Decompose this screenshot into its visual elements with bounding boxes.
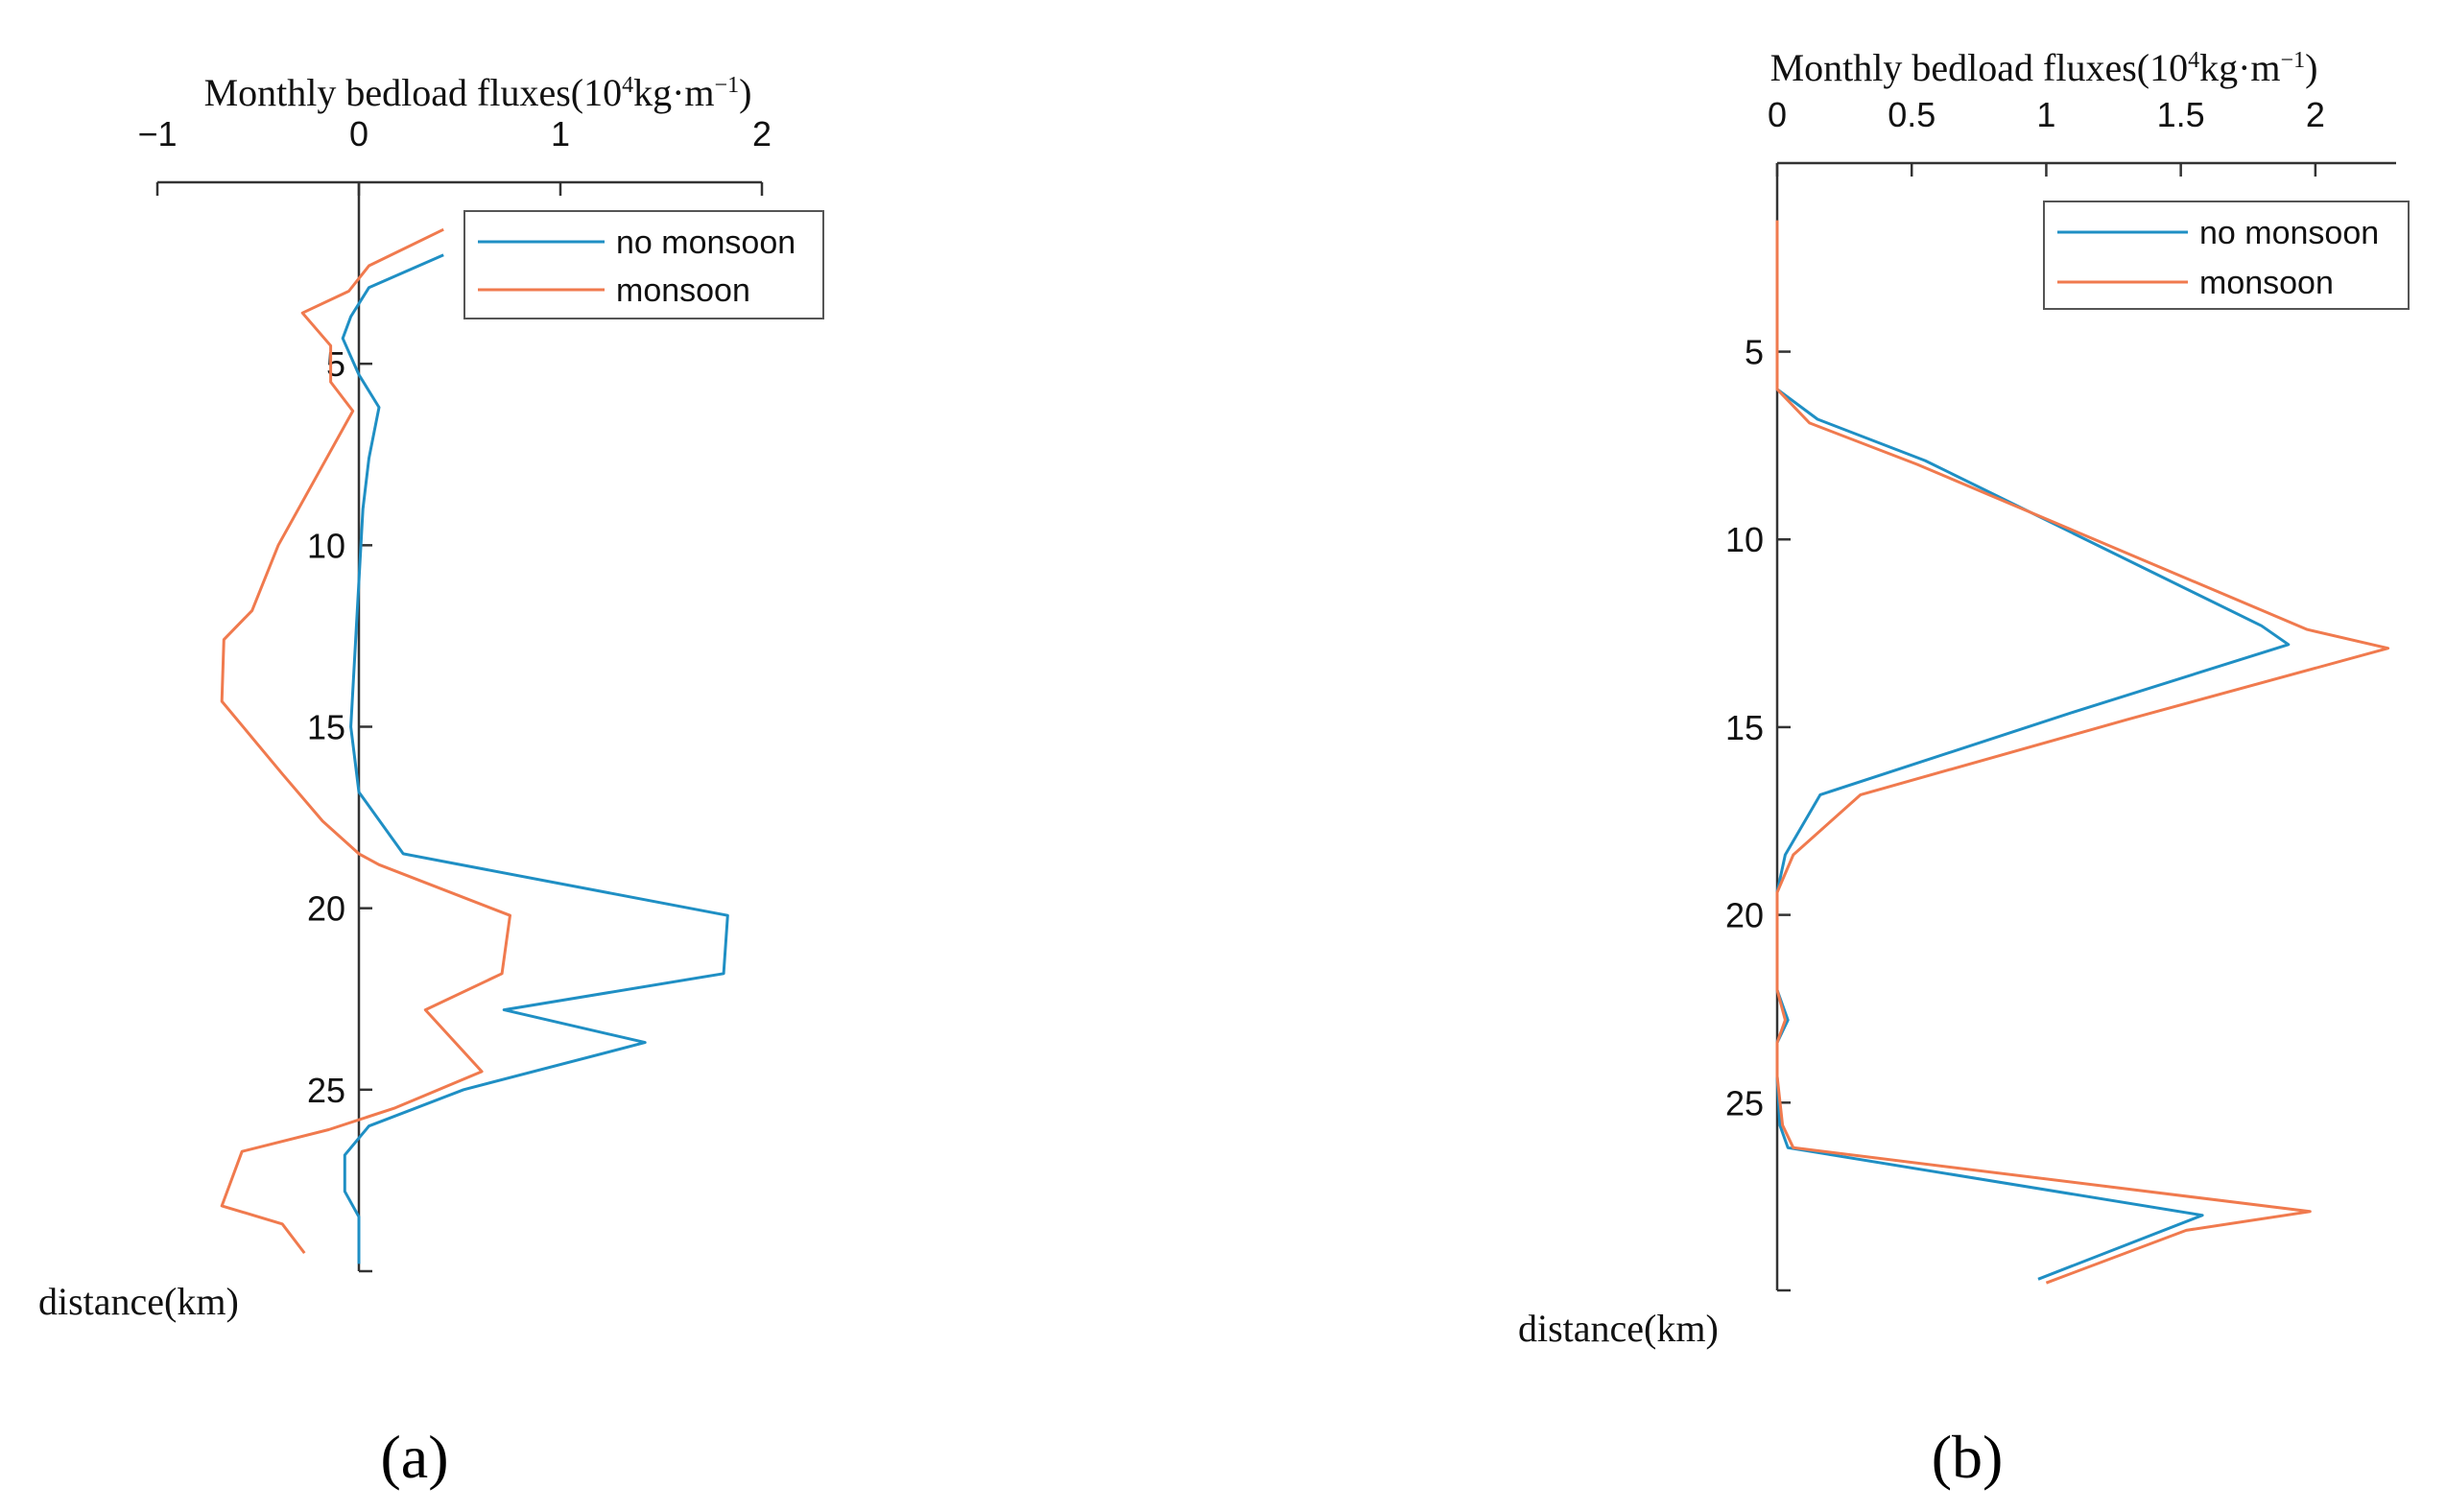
chart-b-x-tick-label-4: 2 bbox=[2306, 95, 2325, 134]
chart-b-x-ticks: 0 0.5 1 1.5 2 bbox=[1768, 95, 2325, 177]
chart-b-series-line-monsoon bbox=[1775, 220, 2390, 1285]
chart-b-y-tick-label-0: 5 bbox=[1745, 333, 1764, 372]
chart-b-x-tick-label-3: 1.5 bbox=[2157, 95, 2205, 134]
chart-b-legend-box bbox=[2043, 201, 2410, 310]
chart-b-series-group bbox=[1775, 220, 2390, 1285]
chart-a-series-line-no-monsoon bbox=[341, 253, 729, 1264]
chart-b-x-tick-label-2: 1 bbox=[2036, 95, 2055, 134]
chart-b-x-tick-label-1: 0.5 bbox=[1888, 95, 1935, 134]
chart-a-y-tick-label-2: 15 bbox=[307, 708, 345, 747]
chart-b-legend-label-monsoon: monsoon bbox=[2199, 265, 2334, 301]
chart-b-y-tick-label-4: 25 bbox=[1725, 1083, 1764, 1122]
chart-a-legend: no monsoon monsoon bbox=[463, 210, 824, 319]
chart-a-series-line-monsoon bbox=[220, 227, 511, 1255]
chart-a-y-tick-label-4: 25 bbox=[307, 1071, 345, 1110]
chart-a-y-axis-title: distance(km) bbox=[38, 1280, 239, 1323]
chart-b-panel-label: (b) bbox=[1932, 1423, 2004, 1491]
chart-a-x-ticks: −1 0 1 2 bbox=[137, 114, 772, 196]
chart-b-legend: no monsoon monsoon bbox=[2043, 201, 2410, 310]
chart-b-y-tick-label-2: 15 bbox=[1725, 708, 1764, 747]
chart-a-x-tick-label-3: 2 bbox=[752, 114, 772, 154]
chart-b-y-ticks: 5 10 15 20 25 bbox=[1725, 333, 1791, 1292]
chart-b-x-axis-title: Monthly bedload fluxes(104kg·m−1) bbox=[1770, 46, 2318, 89]
chart-b-legend-label-no-monsoon: no monsoon bbox=[2199, 215, 2379, 251]
chart-a-y-tick-label-0: 5 bbox=[326, 344, 345, 384]
chart-a-y-tick-label-1: 10 bbox=[307, 526, 345, 565]
chart-b-x-tick-label-0: 0 bbox=[1768, 95, 1787, 134]
chart-a-x-tick-label-0: −1 bbox=[137, 114, 177, 154]
chart-a-x-axis-title: Monthly bedload fluxes(104kg·m−1) bbox=[204, 71, 752, 114]
chart-a-legend-label-monsoon: monsoon bbox=[616, 272, 750, 309]
chart-b-y-tick-label-3: 20 bbox=[1725, 896, 1764, 935]
chart-a-legend-box bbox=[463, 210, 824, 319]
chart-a-legend-label-no-monsoon: no monsoon bbox=[616, 224, 796, 261]
chart-a-x-tick-label-2: 1 bbox=[551, 114, 570, 154]
chart-a-panel-label: (a) bbox=[380, 1423, 448, 1491]
chart-b-y-tick-label-1: 10 bbox=[1725, 520, 1764, 559]
chart-a-y-tick-label-3: 20 bbox=[307, 889, 345, 929]
chart-a-x-tick-label-1: 0 bbox=[349, 114, 368, 154]
chart-panel-b: Monthly bedload fluxes(104kg·m−1) 0 0.5 1 1… bbox=[1518, 46, 2410, 1491]
chart-b-series-line-no-monsoon bbox=[1775, 220, 2291, 1281]
chart-b-y-axis-title: distance(km) bbox=[1518, 1307, 1719, 1350]
chart-a-series-group bbox=[220, 227, 729, 1264]
